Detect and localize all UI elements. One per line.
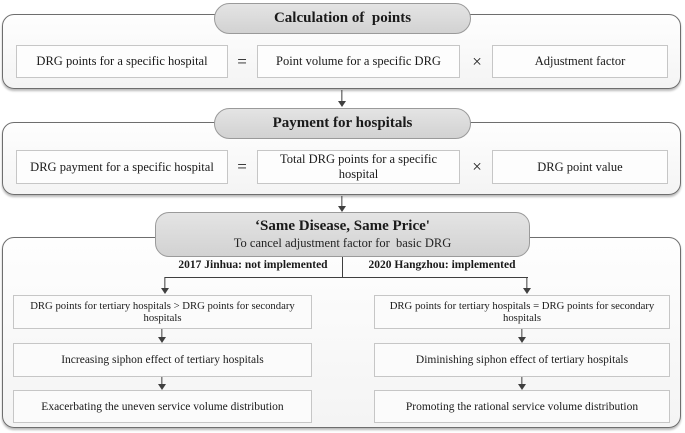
equals-sign: =	[237, 157, 247, 176]
box-point-volume-specific-drg: Point volume for a specific DRG	[257, 45, 460, 78]
box-drg-point-value: DRG point value	[492, 150, 668, 184]
equals-sign: =	[237, 51, 247, 71]
arrow-down-icon	[337, 196, 347, 212]
box-adjustment-factor: Adjustment factor	[492, 45, 668, 78]
box-drg-points-specific-hospital: DRG points for a specific hospital	[16, 45, 228, 78]
branch-label-jinhua: 2017 Jinhua: not implemented	[178, 259, 328, 271]
step-left-3: Exacerbating the uneven service volume d…	[13, 390, 312, 423]
step-left-1: DRG points for tertiary hospitals > DRG …	[13, 295, 312, 329]
arrow-down-icon	[157, 329, 167, 343]
step-left-2: Increasing siphon effect of tertiary hos…	[13, 343, 312, 377]
section-title: Payment for hospitals	[272, 115, 413, 132]
box-total-drg-points-specific-hospital: Total DRG points for a specific hospital	[257, 150, 460, 184]
header-payment-for-hospitals: Payment for hospitals	[214, 108, 471, 139]
header-same-disease-same-price: ‘Same Disease, Same Price' To cancel adj…	[155, 212, 530, 257]
branch-horizontal-line	[165, 277, 528, 279]
arrow-down-icon	[157, 377, 167, 390]
multiply-sign: ×	[472, 157, 482, 176]
arrow-down-icon	[160, 277, 170, 294]
arrow-down-icon	[517, 377, 527, 390]
arrow-down-icon	[517, 329, 527, 343]
arrow-down-icon	[522, 277, 532, 294]
step-right-2: Diminishing siphon effect of tertiary ho…	[374, 343, 670, 377]
section-title: Calculation of points	[273, 10, 412, 27]
branch-label-hangzhou: 2020 Hangzhou: implemented	[368, 259, 516, 271]
box-drg-payment-specific-hospital: DRG payment for a specific hospital	[16, 150, 228, 184]
arrow-down-icon	[337, 90, 347, 107]
section-title: ‘Same Disease, Same Price'	[255, 217, 430, 234]
multiply-sign: ×	[472, 51, 482, 71]
section-subtitle: To cancel adjustment factor for basic DR…	[233, 236, 452, 251]
step-right-1: DRG points for tertiary hospitals = DRG …	[374, 295, 670, 329]
branch-stem-line	[342, 256, 344, 278]
step-right-3: Promoting the rational service volume di…	[374, 390, 670, 423]
header-calculation-of-points: Calculation of points	[214, 3, 471, 34]
